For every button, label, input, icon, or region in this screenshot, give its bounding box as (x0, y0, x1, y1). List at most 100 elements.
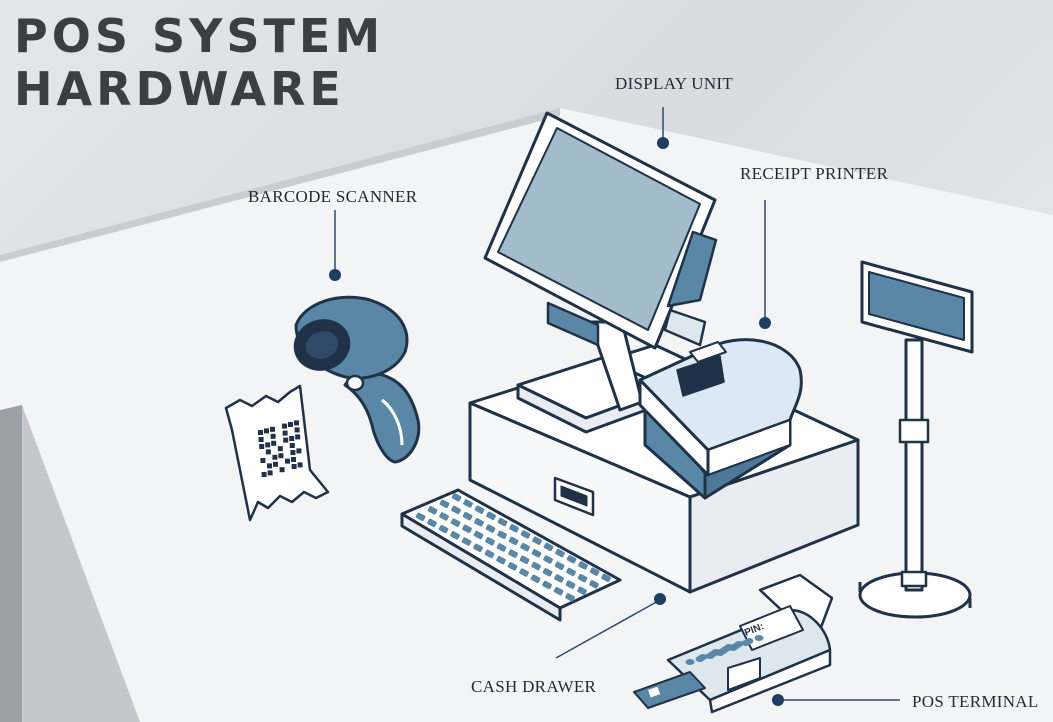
qr-module (273, 461, 278, 467)
keyboard-key (474, 505, 485, 514)
qr-module (285, 458, 290, 464)
keyboard-key (462, 511, 473, 521)
qr-module (277, 446, 283, 452)
keyboard-key (427, 518, 437, 528)
keyboard-key (532, 536, 542, 545)
keyboard-key (578, 561, 588, 570)
keyboard-key (589, 580, 599, 589)
label-pos-terminal: POS TERMINAL (912, 692, 1039, 711)
keyboard-key (565, 593, 575, 602)
title-line-2: HARDWARE (14, 62, 345, 116)
qr-module (267, 463, 272, 469)
page-title: POS SYSTEM HARDWARE (14, 10, 384, 116)
pointer-dot-receipt-printer (759, 317, 771, 329)
qr-module (279, 467, 285, 473)
keyboard-key (508, 549, 518, 558)
keyboard-key (520, 542, 530, 552)
display-unit (483, 111, 718, 434)
pos-terminal: PIN: (633, 573, 834, 714)
keyboard-key (451, 505, 461, 515)
keyboard-key (497, 530, 507, 539)
qr-module (289, 443, 295, 448)
customer-pole-display (858, 260, 974, 619)
qr-module (291, 457, 296, 462)
keyboard-key (531, 561, 541, 571)
label-barcode-scanner: BARCODE SCANNER (248, 187, 418, 206)
keyboard-key (509, 524, 519, 533)
receipt-printer (638, 338, 803, 500)
terminal-keypad-button (715, 650, 725, 656)
keyboard-key (508, 536, 519, 546)
keyboard-key (451, 493, 462, 502)
qr-module (295, 434, 301, 440)
keyboard-key (485, 537, 495, 546)
keyboard-key (530, 574, 541, 583)
terminal-keypad-button (728, 645, 738, 651)
keyboard-key (589, 567, 600, 576)
keyboard-key (543, 555, 553, 564)
keyboard-key (497, 517, 508, 527)
keyboard-key (542, 580, 552, 590)
keyboard-key (519, 568, 529, 577)
keyboard-key (555, 548, 565, 558)
qr-module (297, 462, 303, 468)
keyboard-key (450, 518, 461, 527)
keyboard-key (439, 499, 450, 508)
qr-module (288, 422, 293, 427)
keyboard-key (485, 524, 496, 533)
keyboard-key (520, 530, 531, 539)
qr-module (282, 430, 288, 436)
keyboard-key (461, 537, 472, 546)
keyboard-key (601, 573, 611, 583)
keyboard (400, 488, 622, 622)
keyboard-key (462, 524, 472, 534)
qr-module (258, 430, 263, 435)
terminal-keypad-button (685, 659, 695, 665)
qr-module (258, 437, 264, 442)
label-receipt-printer: RECEIPT PRINTER (740, 164, 889, 183)
keyboard-key (554, 561, 565, 570)
keyboard-key (577, 573, 588, 583)
qr-module (270, 433, 276, 439)
qr-module (278, 453, 284, 459)
keyboard-key (473, 530, 484, 540)
keyboard-key (473, 543, 483, 552)
barcode-scanner (293, 295, 421, 464)
keyboard-key (450, 531, 460, 540)
qr-module (294, 420, 299, 426)
qr-module (267, 470, 273, 476)
keyboard-key (496, 543, 507, 552)
keyboard-key (543, 542, 554, 552)
qr-module (294, 427, 300, 433)
keyboard-key (577, 586, 587, 596)
keyboard-key (427, 506, 438, 515)
label-pointers (329, 107, 900, 706)
keyboard-key (531, 549, 542, 558)
keyboard-key (474, 518, 484, 527)
keyboard-key (415, 512, 426, 521)
keyboard-key (463, 499, 473, 508)
keyboard-key (566, 567, 576, 577)
qr-module (259, 444, 265, 449)
keyboard-key (553, 586, 564, 596)
terminal-keypad-button (741, 640, 751, 646)
keyboard-key (496, 555, 506, 565)
qr-module (261, 472, 267, 477)
qr-receipt (224, 384, 330, 522)
pointer-dot-pos-terminal (772, 694, 784, 706)
keyboard-key (519, 555, 530, 565)
qr-module (271, 440, 277, 446)
keyboard-key (484, 549, 495, 559)
qr-module (290, 450, 296, 455)
terminal-keypad-button (705, 653, 715, 659)
terminal-keypad-button (695, 656, 705, 662)
label-cash-drawer: CASH DRAWER (471, 677, 597, 696)
qr-module (264, 428, 269, 434)
qr-module (265, 449, 271, 455)
keyboard-key (565, 580, 576, 589)
qr-module (291, 464, 297, 469)
qr-module (282, 423, 287, 429)
keyboard-key (438, 524, 449, 534)
qr-module (283, 437, 289, 443)
